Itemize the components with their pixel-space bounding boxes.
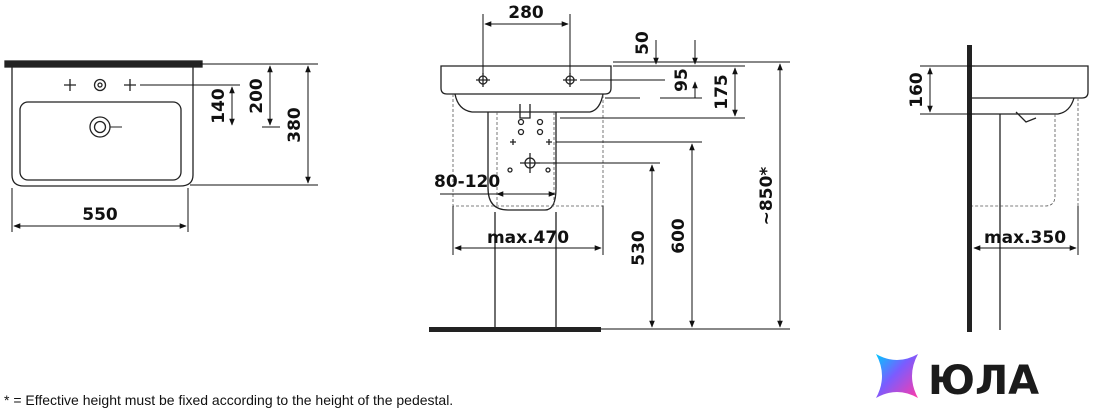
dim-530: 530: [629, 230, 649, 266]
profile-hidden-lines: [972, 98, 1079, 207]
logo-text: ЮЛА: [928, 358, 1039, 404]
star-gradient-icon: [876, 354, 918, 398]
top-view-dimensions: [11, 63, 318, 232]
brand-logo: ЮЛА: [876, 354, 1039, 404]
top-view-drawing: [4, 60, 203, 187]
dim-tap-200: 200: [247, 78, 267, 114]
dim-80-120: 80-120: [434, 172, 500, 192]
profile-view-drawing: [967, 45, 1089, 332]
dim-160: 160: [907, 72, 927, 108]
dim-max-350: max.350: [984, 228, 1066, 248]
dim-600: 600: [669, 218, 689, 254]
elevation-drawing: [440, 65, 612, 330]
dim-depth-380: 380: [285, 107, 305, 143]
dim-95: 95: [672, 68, 692, 92]
dim-50: 50: [633, 31, 653, 55]
dim-max-470: max.470: [487, 228, 569, 248]
dim-drain-140: 140: [209, 88, 229, 124]
elevation-dimensions: [440, 14, 790, 330]
dim-850: ~850*: [757, 167, 777, 226]
footnote: * = Effective height must be fixed accor…: [4, 392, 453, 408]
dim-width-550: 550: [82, 205, 118, 225]
profile-view-dimensions: [920, 65, 1079, 255]
floor-line: [429, 327, 601, 332]
dim-175: 175: [712, 74, 732, 110]
dim-tap-spacing-280: 280: [508, 3, 544, 23]
elevation-hidden-lines: [452, 94, 604, 207]
